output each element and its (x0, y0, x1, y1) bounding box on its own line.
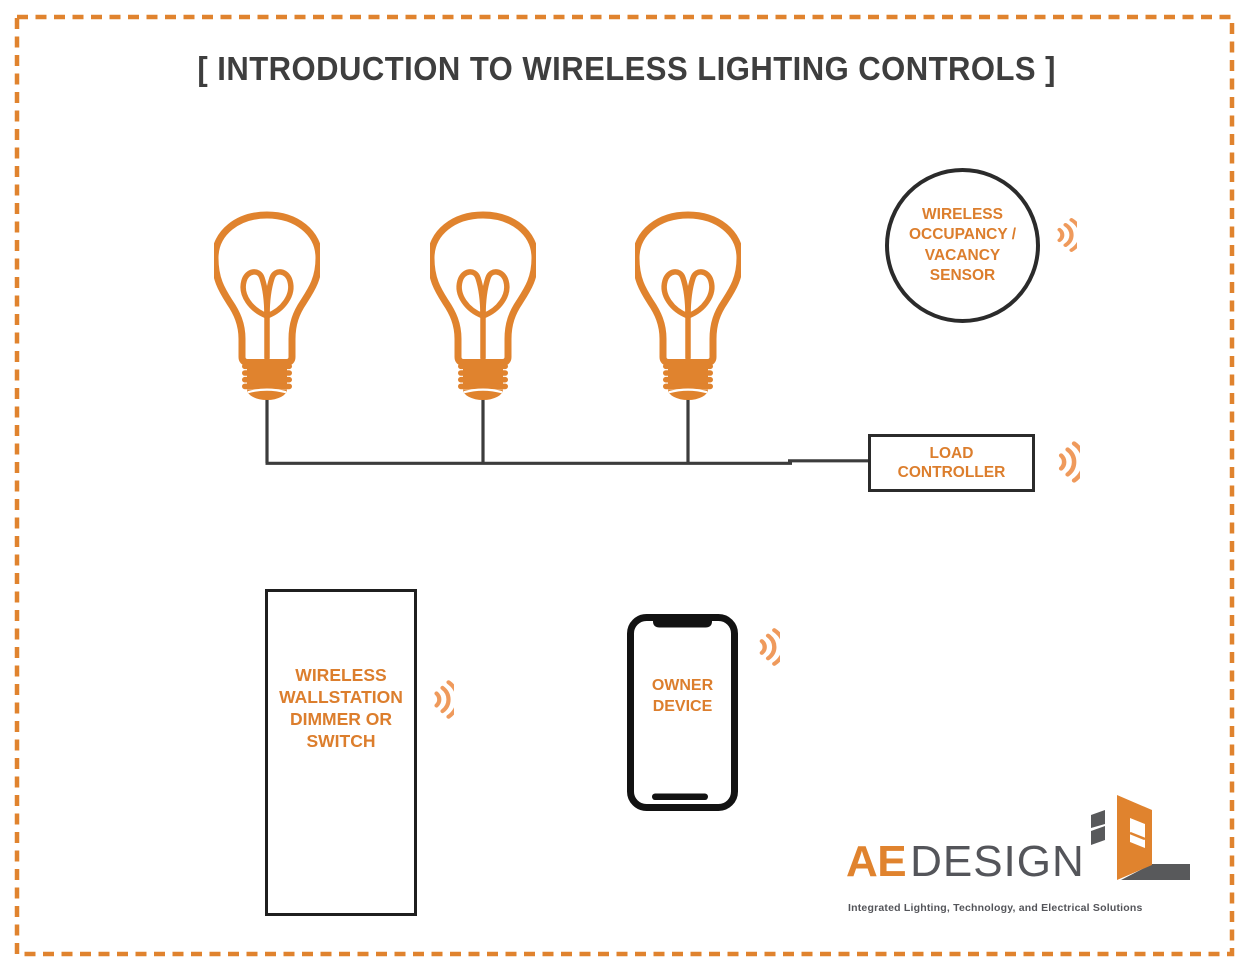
owner-device-label: OWNER DEVICE (627, 675, 738, 717)
light-bulb-icon (635, 211, 741, 401)
sensor-label-line: VACANCY (924, 246, 1001, 264)
brand-tagline: Integrated Lighting, Technology, and Ele… (848, 902, 1143, 914)
wifi-waves-icon (1052, 440, 1080, 484)
brand-secondary-text: DESIGN (910, 837, 1085, 886)
wallstation-label-line: WIRELESS (295, 665, 387, 685)
wallstation-label-line: WALLSTATION (279, 687, 403, 707)
load-controller-node: LOAD CONTROLLER (868, 434, 1035, 492)
wifi-waves-icon (428, 679, 454, 720)
sensor-label-line: SENSOR (929, 267, 996, 284)
load-controller-label-line: LOAD (929, 445, 974, 462)
wallstation-label-line: SWITCH (306, 731, 376, 751)
brand-wordmark: AE DESIGN (846, 837, 1085, 887)
wifi-waves-icon (1051, 217, 1077, 253)
sensor-label-line: OCCUPANCY / (908, 226, 1017, 243)
page-title-text: [ INTRODUCTION TO WIRELESS LIGHTING CONT… (197, 50, 1057, 87)
owner-device-label-line: DEVICE (652, 698, 713, 715)
occupancy-sensor-node: WIRELESS OCCUPANCY / VACANCY SENSOR (885, 168, 1040, 323)
smartphone-icon (627, 614, 738, 811)
owner-device-label-line: OWNER (651, 677, 714, 694)
wallstation-node: WIRELESS WALLSTATION DIMMER OR SWITCH (265, 589, 417, 916)
brand-primary-text: AE (846, 837, 907, 886)
light-bulb-icon (214, 211, 320, 401)
page-title: [ INTRODUCTION TO WIRELESS LIGHTING CONT… (0, 50, 1254, 88)
wallstation-label-line: DIMMER OR (289, 709, 393, 729)
light-bulb-icon (430, 211, 536, 401)
wifi-waves-icon (753, 627, 780, 667)
sensor-label-line: WIRELESS (922, 205, 1003, 223)
door-building-logo-icon (1091, 795, 1190, 880)
load-controller-label-line: CONTROLLER (897, 464, 1006, 481)
